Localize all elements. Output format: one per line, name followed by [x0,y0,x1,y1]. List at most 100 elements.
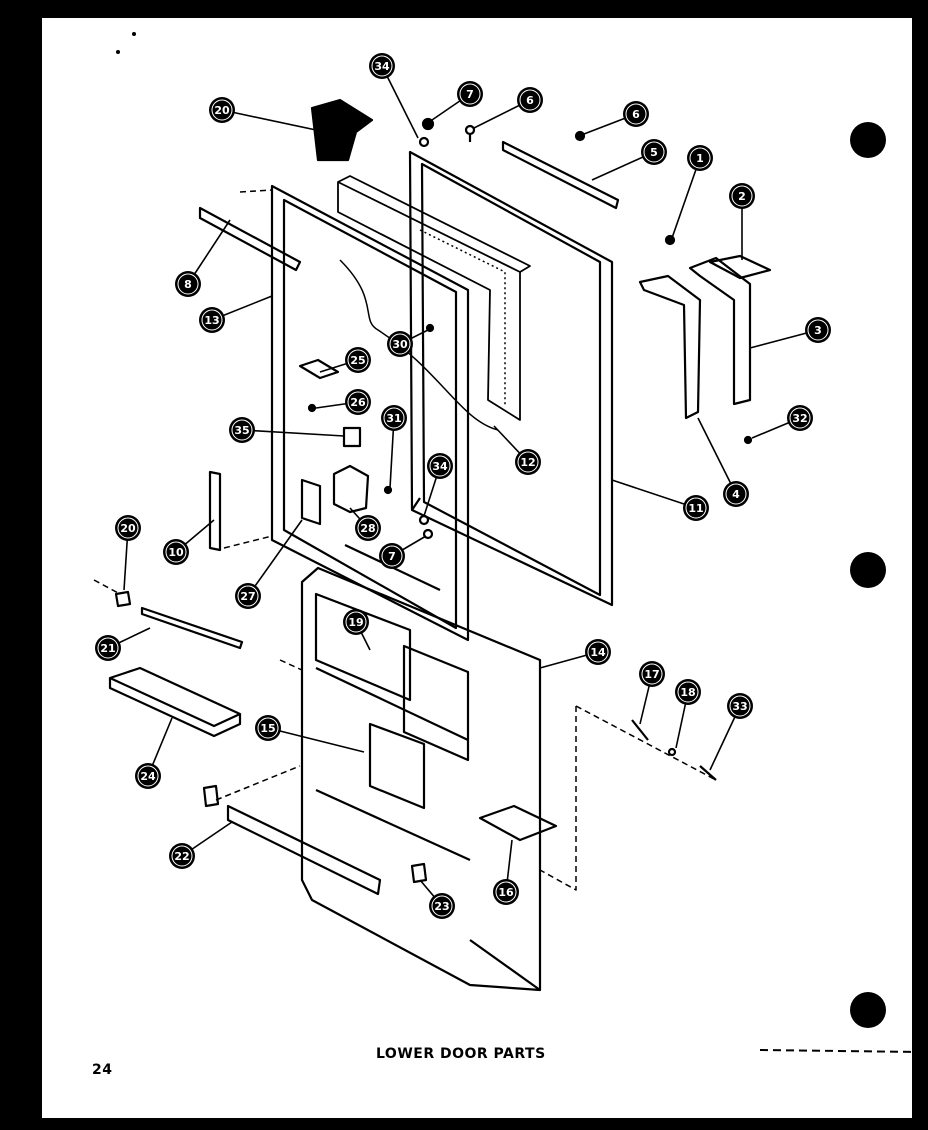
callout-ring [431,895,453,917]
callout-bubble [683,495,709,521]
callout-label: 8 [184,278,192,291]
callout-26: 26 [345,389,371,415]
callout-20: 20 [115,515,141,541]
callout-label: 32 [792,412,807,425]
part-4-side-bracket [638,274,702,420]
diagram-title: LOWER DOOR PARTS [376,1046,546,1062]
callout-label: 1 [696,152,704,165]
part-8-top-trim [198,206,302,272]
callout-24: 24 [135,763,161,789]
callout-20: 20 [209,97,235,123]
callout-ring [459,83,481,105]
callout-bubble [641,139,667,165]
callout-ring [257,717,279,739]
callout-7: 7 [379,543,405,569]
callout-ring [211,99,233,121]
callout-bubble [517,87,543,113]
callout-bubble [169,843,195,869]
binder-hole [850,122,886,158]
callout-bubble [345,347,371,373]
footer-rule [759,1049,921,1053]
callout-ring [725,483,747,505]
callout-bubble [729,183,755,209]
callout-bubble [235,583,261,609]
part-28-hinge-block [332,464,370,514]
callout-34: 34 [369,53,395,79]
callout-35: 35 [229,417,255,443]
part-23-small-clip [410,862,428,884]
part-30-screw [425,323,435,333]
callout-label: 17 [644,668,659,681]
callout-label: 20 [120,522,136,535]
callout-bubble [723,481,749,507]
part-26-screw [307,403,317,413]
callout-label: 2 [738,190,746,203]
part-31-screw [383,485,393,495]
callout-34: 34 [427,453,453,479]
callout-33: 33 [727,693,753,719]
callout-25: 25 [345,347,371,373]
callout-ring [731,185,753,207]
callout-group: 1234566778101112131415161718192020212223… [95,53,831,919]
callout-bubble [135,763,161,789]
scan-speck [116,50,120,54]
callout-label: 12 [520,456,535,469]
part-20-bottom-clip [202,784,220,808]
callout-ring [97,637,119,659]
callout-bubble [175,271,201,297]
callout-bubble [805,317,831,343]
callout-label: 7 [466,88,474,101]
part-10-side-strip [208,470,222,552]
callout-label: 35 [234,424,249,437]
callout-label: 21 [100,642,115,655]
callout-label: 14 [590,646,606,659]
callout-label: 18 [680,686,695,699]
callout-label: 30 [392,338,408,351]
part-25-clip [298,358,340,380]
part-32-screw [743,435,753,445]
scan-speck [132,32,136,36]
part-22-bottom-rail [226,804,382,896]
callout-ring [117,517,139,539]
callout-ring [137,765,159,787]
callout-label: 7 [388,550,396,563]
callout-6: 6 [517,87,543,113]
callout-ring [371,55,393,77]
callout-21: 21 [95,635,121,661]
callout-32: 32 [787,405,813,431]
callout-bubble [343,609,369,635]
callout-label: 15 [260,722,275,735]
callout-label: 10 [168,546,184,559]
part-27-bracket [300,478,322,526]
callout-ring [643,141,665,163]
part-13-inner-frame [270,184,470,642]
callout-14: 14 [585,639,611,665]
part-21-bar [140,606,244,650]
callout-10: 10 [163,539,189,565]
callout-ring [677,681,699,703]
callout-18: 18 [675,679,701,705]
callout-bubble [427,453,453,479]
callout-7: 7 [457,81,483,107]
callout-bubble [115,515,141,541]
callout-ring [587,641,609,663]
binder-hole [850,552,886,588]
part-20-clip [114,590,132,608]
callout-label: 11 [688,502,703,515]
callout-ring [171,845,193,867]
part-17-shaft [631,719,649,741]
callout-ring [625,103,647,125]
callout-23: 23 [429,893,455,919]
callout-ring [177,273,199,295]
callout-bubble [387,331,413,357]
callout-bubble [639,661,665,687]
part-16-shelf [478,804,558,842]
callout-ring [519,89,541,111]
callout-label: 6 [526,94,534,107]
callout-label: 6 [632,108,640,121]
callout-label: 25 [350,354,365,367]
callout-ring [495,881,517,903]
callout-label: 20 [214,104,230,117]
callout-label: 13 [204,314,219,327]
